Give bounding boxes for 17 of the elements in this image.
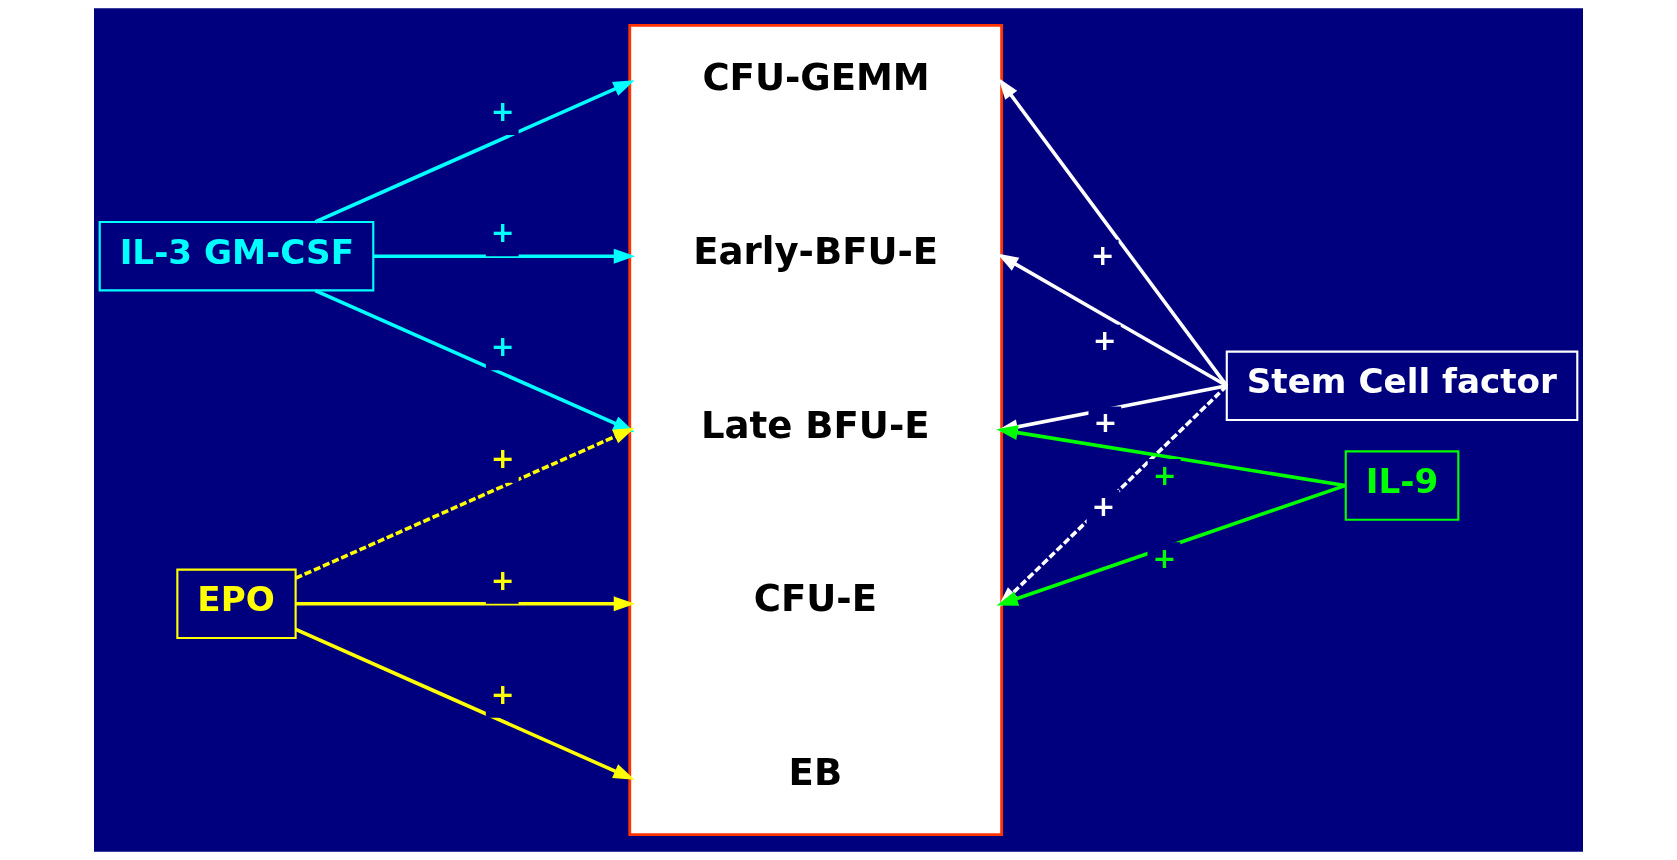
edge-label: + [1091, 489, 1116, 523]
edge-label: + [490, 94, 515, 128]
node-text: Early-BFU-E [693, 229, 939, 273]
edge-label: + [490, 329, 515, 363]
edge-label: + [1093, 406, 1118, 440]
edge-label: + [1090, 239, 1115, 273]
node-text: EB [788, 751, 843, 795]
edge-label: + [1152, 541, 1177, 575]
node-text: CFU-E [753, 577, 877, 621]
edge-label: + [490, 215, 515, 249]
node-text: CFU-GEMM [702, 55, 930, 99]
edge-label: + [1152, 458, 1177, 492]
edge-label: + [490, 677, 515, 711]
edge-label: + [490, 563, 515, 597]
node-text: Late BFU-E [701, 403, 930, 447]
edge-label: + [1092, 324, 1117, 358]
edge-label: + [490, 442, 515, 476]
